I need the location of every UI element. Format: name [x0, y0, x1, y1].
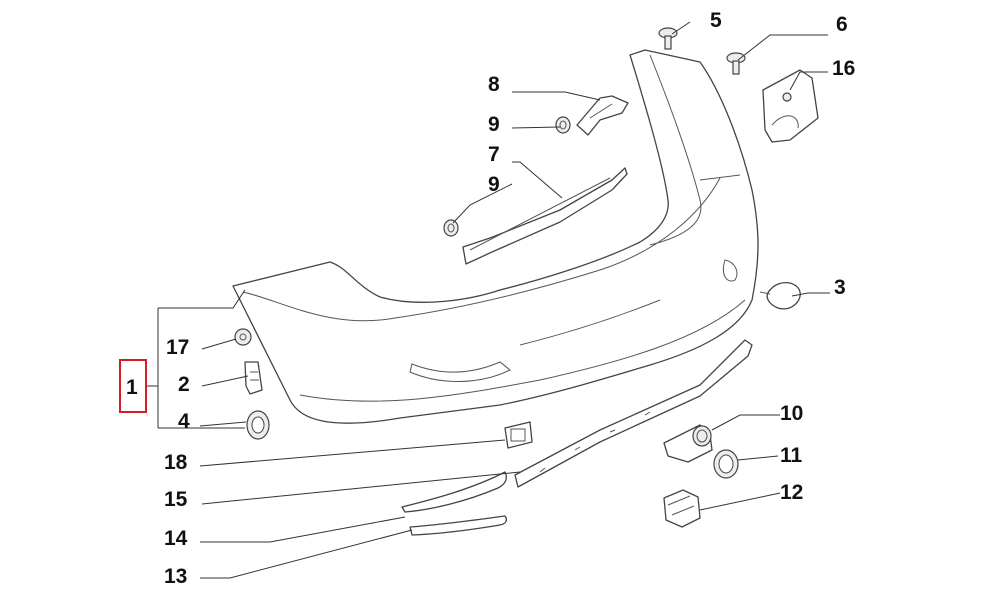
- clip-part-2: [244, 361, 263, 395]
- callout-5: 5: [710, 9, 722, 32]
- screw-part-5: [658, 27, 678, 50]
- side-bracket-part-16: [762, 69, 819, 143]
- callout-17: 17: [166, 336, 189, 359]
- pad-part-18: [504, 421, 533, 449]
- callout-1: 1: [126, 376, 138, 399]
- callout-18: 18: [164, 451, 188, 474]
- callout-3: 3: [834, 276, 846, 299]
- parking-sensor-part-10: [663, 424, 713, 463]
- callout-9-top: 9: [488, 113, 500, 136]
- screw-part-6: [726, 52, 746, 75]
- callout-11: 11: [780, 444, 803, 467]
- rear-bumper-shell: [232, 49, 759, 424]
- ring-part-4: [246, 410, 270, 440]
- callout-12: 12: [780, 481, 803, 504]
- callout-7: 7: [488, 143, 500, 166]
- nut-part-9-lower: [443, 219, 459, 237]
- leader-lines: [146, 21, 830, 579]
- callout-13: 13: [164, 565, 187, 588]
- tow-hook-cap-part-3: [759, 282, 801, 310]
- sensor-ring-part-11: [713, 449, 739, 479]
- callout-6: 6: [836, 13, 848, 36]
- callout-9-lower: 9: [488, 173, 500, 196]
- callout-2: 2: [178, 373, 190, 396]
- bracket-part-8: [576, 95, 629, 136]
- reinforcement-strip: [462, 167, 628, 265]
- sensor-holder-part-12: [663, 489, 701, 528]
- callout-8: 8: [488, 73, 500, 96]
- callout-4: 4: [178, 410, 190, 433]
- highlight-box: [119, 359, 147, 413]
- callout-14: 14: [164, 527, 188, 550]
- nut-part-9-top: [555, 116, 571, 134]
- reflector-strip-part-15: [401, 471, 507, 513]
- lower-trim-strip: [514, 339, 753, 488]
- callout-10: 10: [780, 402, 803, 425]
- callout-16: 16: [832, 57, 855, 80]
- callout-15: 15: [164, 488, 188, 511]
- grommet-part-17: [234, 328, 252, 346]
- reflector-strip-part-14: [409, 515, 507, 536]
